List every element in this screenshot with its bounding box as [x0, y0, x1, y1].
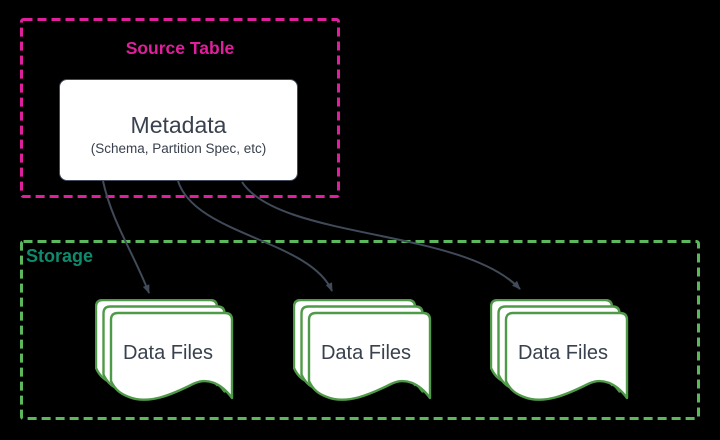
data-files-label: Data Files — [518, 342, 608, 364]
metadata-title: Metadata — [130, 112, 227, 138]
source-table-group-box — [20, 18, 340, 198]
data-files-node-3: Data Files — [490, 299, 629, 401]
arrow-metadata-to-datafiles-1 — [102, 180, 150, 294]
storage-label: Storage — [26, 246, 94, 266]
arrow-metadata-to-datafiles-3 — [241, 181, 521, 290]
data-files-label: Data Files — [123, 342, 213, 364]
metadata-subtitle: (Schema, Partition Spec, etc) — [90, 141, 267, 156]
source-table-label: Source Table — [125, 38, 235, 58]
data-files-label: Data Files — [321, 342, 411, 364]
data-files-node-1: Data Files — [95, 299, 234, 401]
arrow-metadata-to-datafiles-2 — [177, 180, 333, 292]
metadata-node: Metadata (Schema, Partition Spec, etc) — [59, 79, 298, 181]
data-files-node-2: Data Files — [293, 299, 432, 401]
storage-group-box — [20, 240, 700, 420]
